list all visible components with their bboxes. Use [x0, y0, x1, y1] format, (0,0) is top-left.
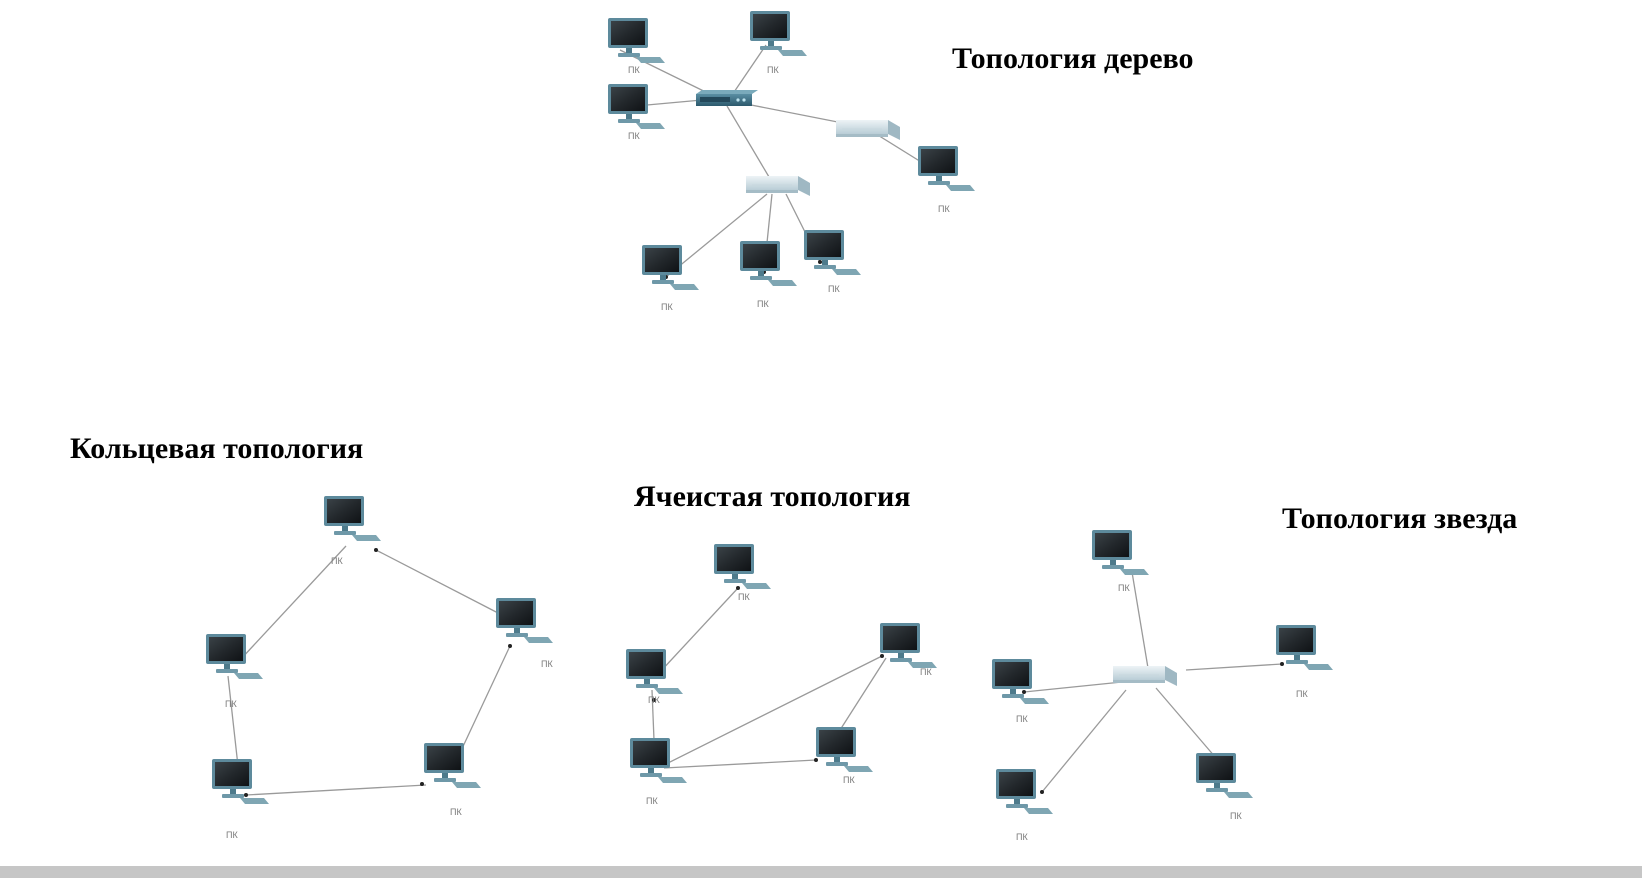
desktop-computer-icon: [1276, 625, 1333, 670]
pc-label: ПК: [541, 659, 553, 669]
pc-label: ПК: [646, 796, 658, 806]
pc-label: ПК: [226, 830, 238, 840]
star-link: [1041, 689, 1127, 793]
desktop-computer-icon: [804, 230, 861, 275]
pc-label: ПК: [757, 299, 769, 309]
desktop-computer-icon: [750, 11, 807, 56]
tree-topology-title: Топология дерево: [952, 42, 1194, 75]
star-topology-diagram: ПК ПК ПК ПК ПК: [992, 530, 1333, 842]
tree-topology-diagram: ПК ПК ПК ПК ПК ПК ПК: [608, 11, 975, 312]
pc-label: ПК: [661, 302, 673, 312]
network-hub-icon: [745, 175, 811, 197]
pc-label: ПК: [1296, 689, 1308, 699]
pc-label: ПК: [1016, 832, 1028, 842]
star-topology-title: Топология звезда: [1282, 502, 1518, 535]
star-link: [1155, 687, 1217, 759]
tree-link: [665, 193, 768, 278]
desktop-computer-icon: [496, 598, 553, 643]
mesh-link: [663, 759, 817, 769]
pc-label: ПК: [920, 667, 932, 677]
star-link: [1023, 681, 1123, 693]
pc-label: ПК: [628, 65, 640, 75]
desktop-computer-icon: [608, 84, 665, 129]
desktop-computer-icon: [424, 743, 481, 788]
pc-label: ПК: [938, 204, 950, 214]
desktop-computer-icon: [880, 623, 937, 668]
tree-pc-labels: ПК ПК ПК ПК ПК ПК ПК: [628, 65, 950, 312]
desktop-computer-icon: [992, 659, 1049, 704]
ring-link: [375, 549, 501, 615]
desktop-computer-icon: [206, 634, 263, 679]
pc-label: ПК: [225, 699, 237, 709]
tree-link: [729, 44, 767, 99]
desktop-computer-icon: [212, 759, 269, 804]
tree-link: [726, 105, 773, 183]
ring-topology-title: Кольцевая топология: [70, 432, 364, 465]
ring-link: [239, 545, 347, 661]
mesh-topology-title: Ячеистая топология: [634, 480, 911, 513]
ring-link: [227, 675, 239, 767]
mesh-link: [659, 587, 739, 673]
mesh-link: [651, 689, 655, 741]
star-link: [1131, 571, 1149, 669]
pc-label: ПК: [767, 65, 779, 75]
ring-link: [245, 784, 427, 796]
pc-label: ПК: [628, 131, 640, 141]
desktop-computer-icon: [918, 146, 975, 191]
desktop-computer-icon: [630, 738, 687, 783]
network-hub-icon: [1112, 665, 1178, 687]
desktop-computer-icon: [324, 496, 381, 541]
desktop-computer-icon: [996, 769, 1053, 814]
pc-label: ПК: [1118, 583, 1130, 593]
desktop-computer-icon: [740, 241, 797, 286]
star-pc-labels: ПК ПК ПК ПК ПК: [1016, 583, 1308, 842]
pc-label: ПК: [1016, 714, 1028, 724]
desktop-computer-icon: [608, 18, 665, 63]
ring-links: [227, 545, 511, 796]
pc-label: ПК: [843, 775, 855, 785]
star-link: [1185, 663, 1283, 671]
network-hub-icon: [835, 119, 901, 141]
desktop-computer-icon: [1092, 530, 1149, 575]
pc-label: ПК: [828, 284, 840, 294]
star-links: [1023, 571, 1283, 793]
ring-link-port-dots: [238, 548, 512, 797]
pc-label: ПК: [331, 556, 343, 566]
pc-label: ПК: [648, 695, 660, 705]
pc-label: ПК: [1230, 811, 1242, 821]
pc-label: ПК: [450, 807, 462, 817]
mesh-pc-labels: ПК ПК ПК ПК ПК: [646, 592, 932, 806]
ring-topology-diagram: ПК ПК ПК ПК ПК: [206, 496, 553, 840]
network-switch-icon: [696, 90, 758, 106]
mesh-link: [663, 655, 883, 766]
desktop-computer-icon: [816, 727, 873, 772]
desktop-computer-icon: [714, 544, 771, 589]
pc-label: ПК: [738, 592, 750, 602]
desktop-computer-icon: [642, 245, 699, 290]
desktop-computer-icon: [1196, 753, 1253, 798]
ring-pc-labels: ПК ПК ПК ПК ПК: [225, 556, 553, 840]
mesh-topology-diagram: ПК ПК ПК ПК ПК: [626, 544, 937, 806]
bottom-scroll-bar: [0, 866, 1642, 878]
